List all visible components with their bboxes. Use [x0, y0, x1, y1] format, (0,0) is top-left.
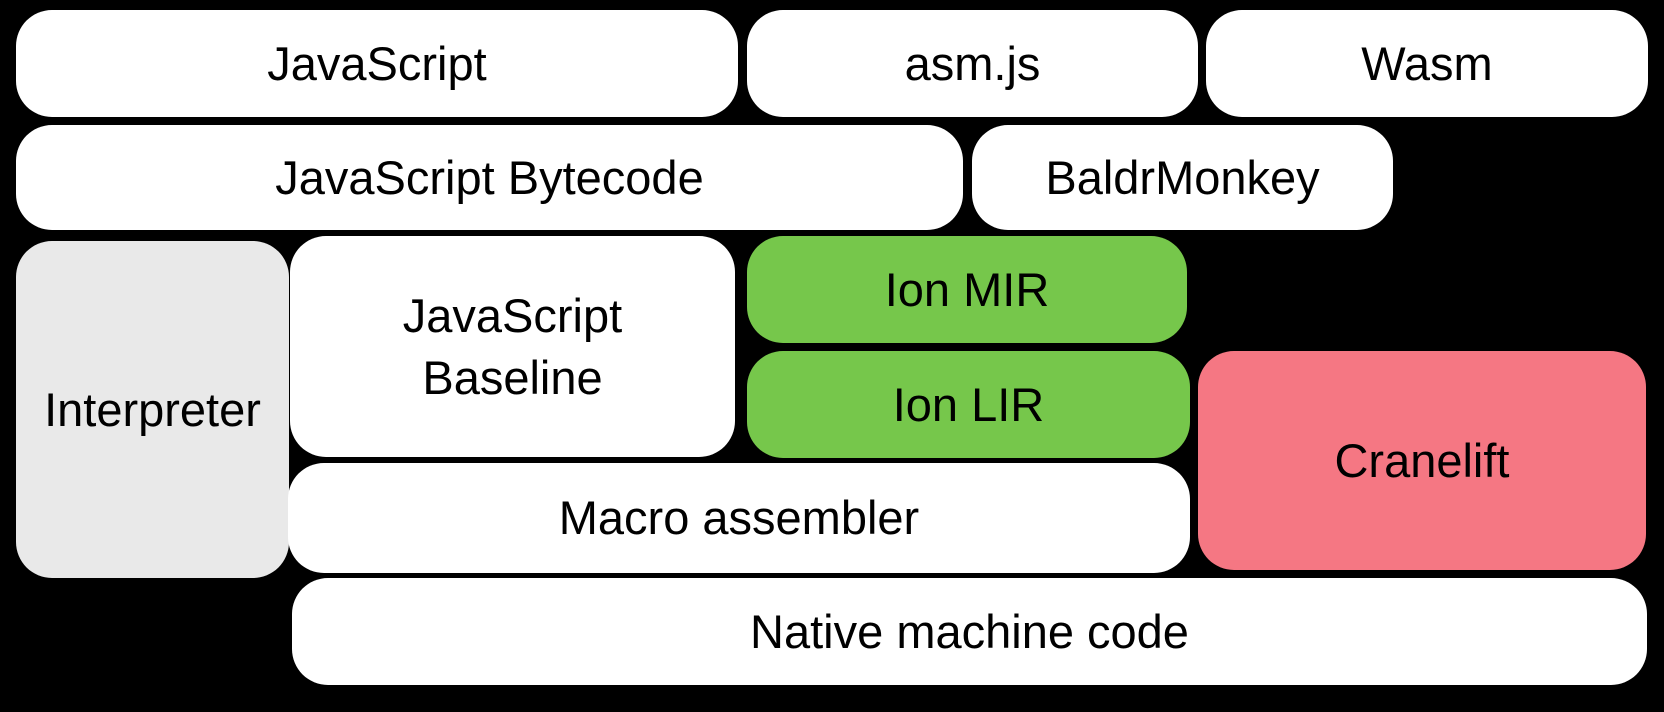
node-javascript-baseline-label: JavaScript Baseline	[402, 289, 623, 404]
node-baldrmonkey: BaldrMonkey	[972, 125, 1393, 230]
node-ion-mir: Ion MIR	[747, 236, 1187, 343]
node-asmjs-label: asm.js	[904, 36, 1041, 90]
node-javascript-baseline: JavaScript Baseline	[290, 236, 735, 457]
node-baldrmonkey-label: BaldrMonkey	[1045, 150, 1320, 204]
node-cranelift-label: Cranelift	[1334, 433, 1510, 487]
node-javascript-bytecode: JavaScript Bytecode	[16, 125, 963, 230]
node-interpreter-label: Interpreter	[44, 382, 261, 436]
node-wasm-label: Wasm	[1361, 36, 1493, 90]
node-native-machine-code-label: Native machine code	[750, 604, 1189, 658]
node-native-machine-code: Native machine code	[292, 578, 1647, 685]
node-javascript: JavaScript	[16, 10, 738, 117]
node-macro-assembler: Macro assembler	[288, 463, 1190, 573]
node-javascript-label: JavaScript	[267, 36, 487, 90]
node-asmjs: asm.js	[747, 10, 1198, 117]
node-javascript-bytecode-label: JavaScript Bytecode	[275, 150, 704, 204]
node-ion-mir-label: Ion MIR	[884, 262, 1050, 316]
node-cranelift: Cranelift	[1198, 351, 1646, 570]
node-macro-assembler-label: Macro assembler	[558, 491, 920, 545]
node-ion-lir: Ion LIR	[747, 351, 1190, 458]
node-interpreter: Interpreter	[16, 241, 289, 578]
node-wasm: Wasm	[1206, 10, 1648, 117]
node-ion-lir-label: Ion LIR	[892, 377, 1045, 431]
